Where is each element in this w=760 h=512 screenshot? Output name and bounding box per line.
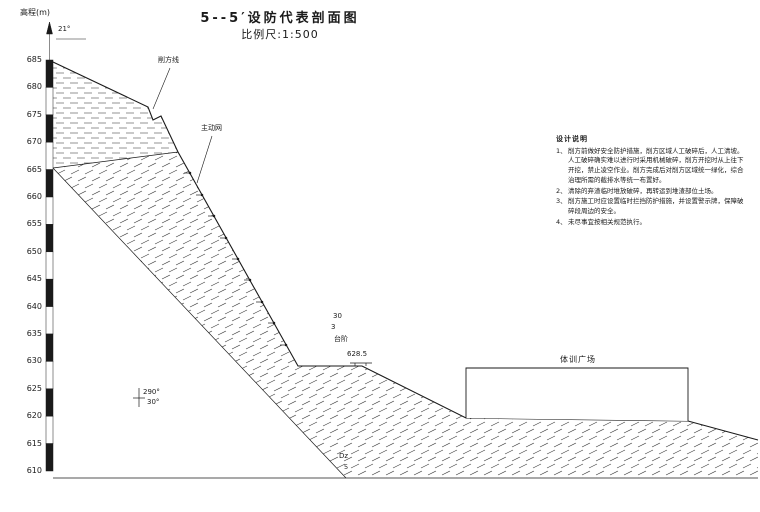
axis-tick-670: 670 [26, 137, 42, 146]
design-notes: 设计说明 1、 削方前做好安全防护措施，削方区域人工破碎后，人工清坡。人工破碎确… [556, 134, 746, 229]
axis-tick-685: 685 [26, 55, 42, 64]
axis-tick-645: 645 [26, 274, 42, 283]
design-note-1: 1、 削方前做好安全防护措施，削方区域人工破碎后，人工清坡。人工破碎确实难以进行… [556, 147, 746, 186]
axis-label: 高程(m) [20, 8, 51, 17]
axis-tick-665: 665 [26, 165, 42, 174]
axis-tick-610: 610 [26, 466, 42, 475]
design-note-3: 3、 削方施工时应设置临时拦挡防护措施，并设置警示牌，保障破碎段周边的安全。 [556, 197, 746, 217]
note-number: 4、 [556, 217, 567, 226]
bench-count-label: 30 [333, 312, 342, 320]
axis-tick-625: 625 [26, 384, 42, 393]
axis-tick-675: 675 [26, 110, 42, 119]
design-note-4: 4、 未尽事宜按相关规范执行。 [556, 218, 746, 228]
attitude-dip-label: 30° [147, 398, 160, 406]
note-number: 2、 [556, 186, 567, 195]
note-text: 削方前做好安全防护措施，削方区域人工破碎后，人工清坡。人工破碎确实难以进行时采用… [568, 146, 744, 184]
axis-tick-655: 655 [26, 219, 42, 228]
axis-tick-615: 615 [26, 439, 42, 448]
attitude-strike-label: 290° [143, 388, 160, 396]
axis-tick-680: 680 [26, 82, 42, 91]
drawing-scale: 比例尺:1:500 [241, 28, 319, 41]
layer-boundary-line [52, 151, 179, 169]
bench-num-label: 3 [331, 323, 336, 331]
elevation-scale-bar [45, 21, 54, 472]
rock-lower-boundary-line [52, 167, 347, 479]
cut-line-label: 削方线 [158, 56, 179, 64]
axis-tick-650: 650 [26, 247, 42, 256]
axis-tick-630: 630 [26, 356, 42, 365]
rock-mass-region [53, 152, 758, 478]
axis-tick-660: 660 [26, 192, 42, 201]
axis-tick-640: 640 [26, 302, 42, 311]
geo-unit-label: Dz [339, 452, 349, 460]
bench-word-label: 台阶 [334, 335, 348, 343]
soil-layer-region [53, 62, 178, 168]
axis-tick-620: 620 [26, 411, 42, 420]
plaza-platform-outline [465, 367, 689, 421]
plaza-label: 体训广场 [560, 355, 596, 364]
attitude-symbol [133, 388, 145, 407]
active-net-label: 主动网 [201, 124, 222, 132]
bench-elevation-mark [350, 362, 372, 366]
design-notes-heading: 设计说明 [556, 135, 588, 143]
active-net-leader [196, 135, 213, 184]
axis-tick-635: 635 [26, 329, 42, 338]
bench-elevation-label: 628.5 [347, 350, 368, 358]
note-text: 削方施工时应设置临时拦挡防护措施，并设置警示牌，保障破碎段周边的安全。 [568, 197, 744, 215]
cut-line-leader [152, 67, 171, 110]
note-text: 清除的弃渣临时堆放破碎，再转运到堆渣部位土场。 [568, 186, 718, 195]
drawing-title: 5--5′设防代表剖面图 [200, 11, 360, 26]
note-number: 1、 [556, 146, 567, 155]
slope-angle-label: 21° [58, 25, 71, 33]
geo-unit-sub-label: 5 [344, 463, 349, 471]
note-text: 未尽事宜按相关规范执行。 [568, 217, 646, 226]
note-number: 3、 [556, 197, 567, 206]
design-note-2: 2、 清除的弃渣临时堆放破碎，再转运到堆渣部位土场。 [556, 187, 746, 197]
slope-bench-ticks [184, 171, 288, 347]
